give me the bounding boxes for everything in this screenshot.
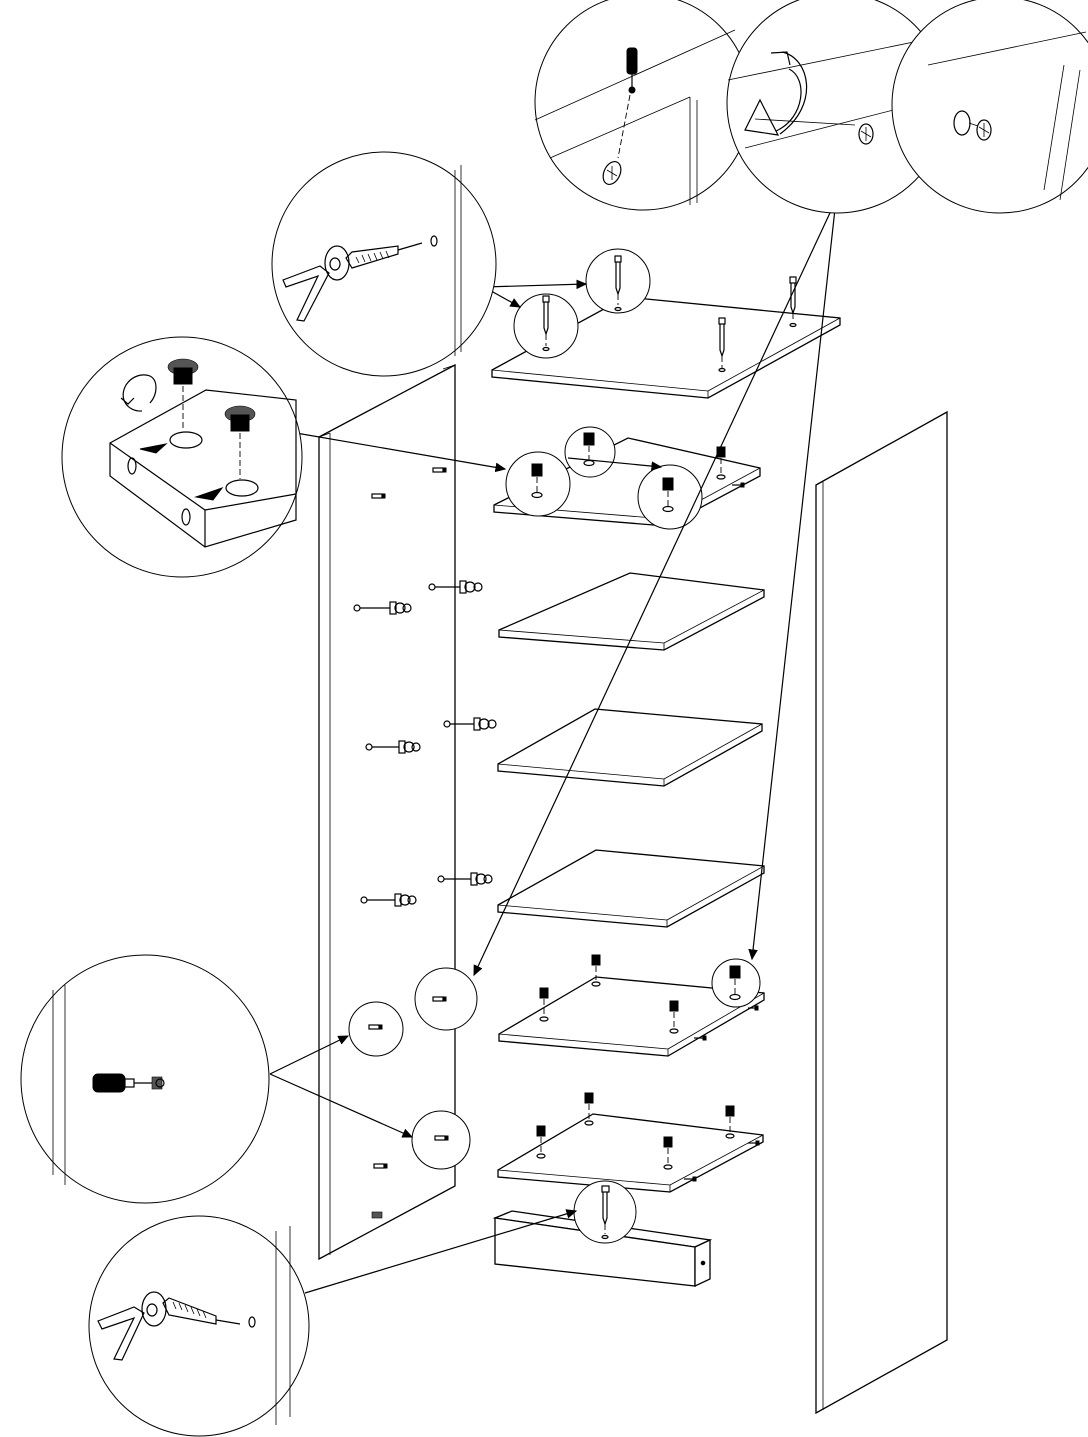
- cam-bolt-icon: [373, 1163, 388, 1169]
- cam-bolt-icon: [434, 1135, 449, 1141]
- cam-bolt-icon: [368, 1024, 383, 1030]
- allen-key-icon: [97, 1306, 145, 1361]
- cam-bolt-icon: [432, 467, 447, 473]
- cam-bolt-icon: [732, 482, 745, 488]
- cam-bolt-icon: [614, 255, 622, 312]
- cam-lock-icon: [539, 987, 549, 1022]
- cam-bolt-icon: [718, 317, 726, 373]
- cam-lock-icon: [669, 1000, 679, 1034]
- callout-dowel-screwdriver: [20, 954, 270, 1204]
- cam-lock-icon: [858, 123, 874, 145]
- shelf-pin-icon: [443, 717, 497, 731]
- cam-bolt-icon: [789, 276, 797, 328]
- shelf-pin-icon: [360, 893, 417, 907]
- cam-lock-icon: [725, 1105, 735, 1139]
- cam-lock-icon: [531, 463, 543, 499]
- cam-lock-icon: [583, 432, 595, 467]
- plinth-board: [492, 1180, 713, 1288]
- fixed-shelf-bottom: [497, 1092, 764, 1193]
- cam-bolt-icon: [694, 1035, 707, 1041]
- screwdriver-icon: [626, 47, 638, 94]
- cam-bolt-icon: [141, 1291, 256, 1328]
- cam-lock-icon: [167, 358, 199, 430]
- cam-bolt-icon: [684, 1176, 697, 1182]
- cam-lock-icon: [584, 1092, 594, 1126]
- leader-lines: [269, 199, 837, 1294]
- shelf-pin-icon: [353, 601, 412, 615]
- left-panel-fittings: [353, 467, 497, 1219]
- shelf-pin-icon: [437, 872, 493, 886]
- callout-plinth-cam-bolt: [88, 1215, 310, 1437]
- cam-bolt-icon: [432, 996, 447, 1002]
- dowel-icon: [151, 1076, 165, 1090]
- cam-lock-icon: [591, 954, 601, 987]
- right-side-panel: [815, 410, 948, 1415]
- callout-cam-bolt-allen-key: [271, 151, 497, 377]
- cam-bolt-icon: [371, 493, 386, 499]
- loose-shelf-2: [497, 708, 763, 787]
- allen-key-icon: [282, 265, 330, 322]
- rotation-arrow-icon: [120, 374, 157, 412]
- shelf-pin-icon: [428, 580, 483, 594]
- shelf-pin-icon: [365, 740, 421, 754]
- callout-cover-cap: [891, 0, 1088, 214]
- cover-cap-icon: [953, 110, 992, 141]
- cam-bolt-icon: [748, 1005, 759, 1011]
- top-panel: [491, 276, 841, 399]
- cam-lock-icon: [729, 965, 741, 1001]
- callout-screwdriver: [534, 0, 752, 211]
- cam-lock-icon: [224, 405, 256, 479]
- loose-shelf-1: [498, 572, 765, 651]
- fixed-shelf-upper-callouts: [505, 426, 703, 530]
- cam-bolt-icon: [601, 1185, 610, 1240]
- dowel-icon: [371, 1211, 383, 1219]
- cam-lock-icon: [536, 1125, 546, 1159]
- top-panel-screw-callouts: [513, 248, 651, 359]
- cam-bolt-icon: [542, 295, 550, 352]
- cam-bolt-icon: [748, 1140, 760, 1146]
- cam-lock-icon: [662, 477, 674, 513]
- fixed-shelf-middle: [498, 954, 765, 1057]
- rotation-arrow-icon: [744, 51, 808, 136]
- loose-shelf-3: [497, 849, 765, 928]
- cam-lock-icon: [602, 161, 622, 185]
- callout-cam-lock-insertion: [61, 336, 303, 578]
- cam-lock-icon: [663, 1136, 673, 1170]
- dowel-callouts: [348, 967, 478, 1170]
- screwdriver-icon: [92, 1073, 152, 1093]
- cam-bolt-icon: [324, 235, 438, 281]
